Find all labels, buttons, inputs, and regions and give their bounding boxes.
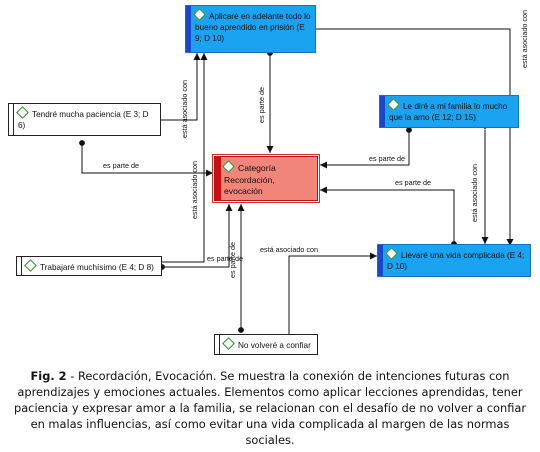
node-stripe	[380, 96, 385, 127]
quote-diamond-icon	[193, 8, 206, 21]
edge-label-trabajare-aplicare: está asociado con	[190, 161, 199, 219]
node-familia[interactable]: Le diré a mi familia lo mucho que la amo…	[379, 95, 519, 128]
edge-label-aplicare-vida: está asociado con	[520, 10, 529, 68]
node-stripe	[215, 157, 221, 200]
edge-label-aplicare-categoria: es parte de	[257, 87, 266, 123]
node-stripe	[186, 6, 191, 52]
edge-trabajare-aplicare	[155, 53, 208, 266]
edge-label-trabajare-categoria: es parte de	[207, 254, 243, 263]
edge-paciencia-aplicare	[154, 53, 201, 124]
quote-diamond-icon	[385, 247, 398, 260]
node-novolvere[interactable]: No volveré a confiar	[214, 334, 318, 355]
quote-diamond-icon	[387, 98, 400, 111]
connector-lines	[79, 25, 514, 334]
node-paciencia-label: Tendré mucha paciencia (E 3; D 6)	[18, 110, 149, 130]
node-novolvere-label: No volveré a confiar	[238, 341, 311, 350]
caption-text: - Recordación, Evocación. Se muestra la …	[13, 369, 527, 447]
edge-vida-categoria	[320, 186, 455, 244]
quote-diamond-icon	[222, 337, 235, 350]
edge-novolvere-vida	[288, 252, 377, 334]
node-stripe	[17, 257, 22, 275]
node-familia-label: Le diré a mi familia lo mucho que la amo…	[389, 102, 508, 122]
edge-label-familia-vida: está asociado con	[470, 164, 479, 222]
node-categoria-label: Categoría Recordación, evocación	[224, 163, 276, 196]
edge-aplicare-vida	[309, 25, 514, 246]
edge-familia-categoria	[320, 130, 410, 169]
edge-trabajare-categoria	[162, 204, 233, 268]
node-vida[interactable]: Llevaré una vida complicada (E 4; D 10)	[377, 244, 531, 277]
caption-label: Fig. 2	[30, 369, 67, 383]
edge-label-vida-categoria: es parte de	[395, 178, 431, 187]
edge-label-paciencia-categoria: es parte de	[103, 161, 139, 170]
node-trabajare-label: Trabajaré muchísimo (E 4; D 8)	[40, 263, 154, 272]
node-aplicare[interactable]: Aplicaré en adelante todo lo bueno apren…	[185, 5, 316, 53]
node-aplicare-label: Aplicaré en adelante todo lo bueno apren…	[195, 12, 311, 43]
node-paciencia[interactable]: Tendré mucha paciencia (E 3; D 6)	[8, 103, 161, 136]
edge-label-novolvere-vida: está asociado con	[260, 245, 318, 254]
node-trabajare[interactable]: Trabajaré muchísimo (E 4; D 8)	[16, 256, 162, 276]
edge-label-novolvere-categoria: es parte de	[228, 242, 237, 278]
quote-diamond-icon	[222, 160, 235, 173]
node-categoria[interactable]: Categoría Recordación, evocación	[212, 154, 320, 203]
node-vida-label: Llevaré una vida complicada (E 4; D 10)	[387, 251, 525, 271]
quote-diamond-icon	[16, 106, 29, 119]
quote-diamond-icon	[24, 259, 37, 272]
figure-caption: Fig. 2 - Recordación, Evocación. Se mues…	[8, 368, 532, 448]
edge-label-paciencia-aplicare: está asociado con	[180, 80, 189, 138]
node-stripe	[378, 245, 383, 276]
node-stripe	[215, 335, 220, 354]
edge-label-familia-categoria: es parte de	[369, 154, 405, 163]
node-stripe	[9, 104, 14, 135]
